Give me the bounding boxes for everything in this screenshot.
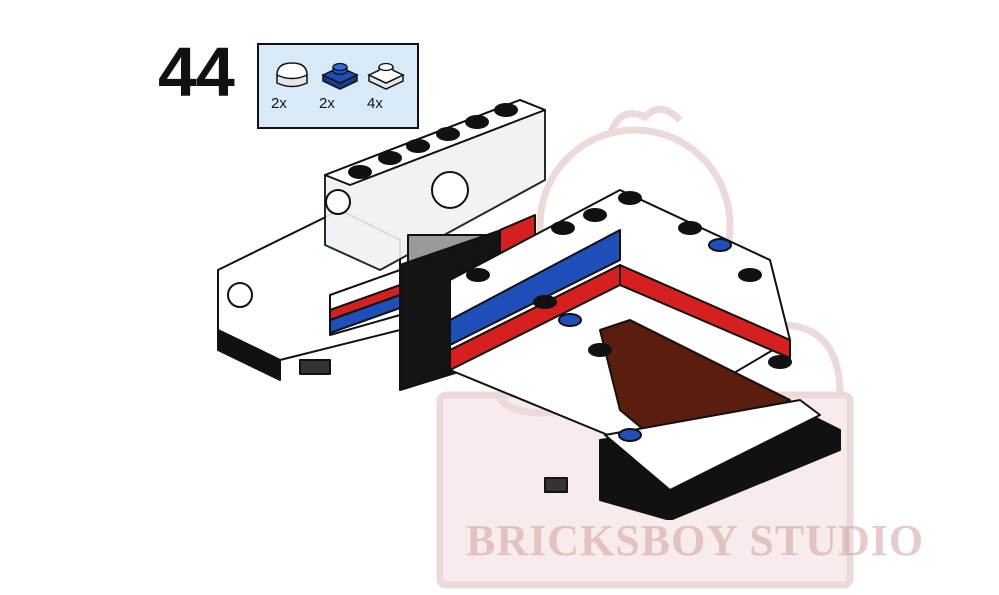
parts-list-box: 2x 2x 4x [257, 43, 419, 129]
watermark-text: BRICKSBOY STUDIO [466, 516, 925, 565]
part-qty: 4x [367, 95, 383, 112]
brick-model-illustration [217, 99, 841, 520]
step-number: 44 [158, 33, 235, 111]
white-round-tile-icon [273, 57, 313, 91]
white-plate-1x1-icon [367, 57, 407, 91]
blue-plate-1x1-icon [321, 57, 361, 91]
part-qty: 2x [319, 95, 335, 112]
part-qty: 2x [271, 95, 287, 112]
